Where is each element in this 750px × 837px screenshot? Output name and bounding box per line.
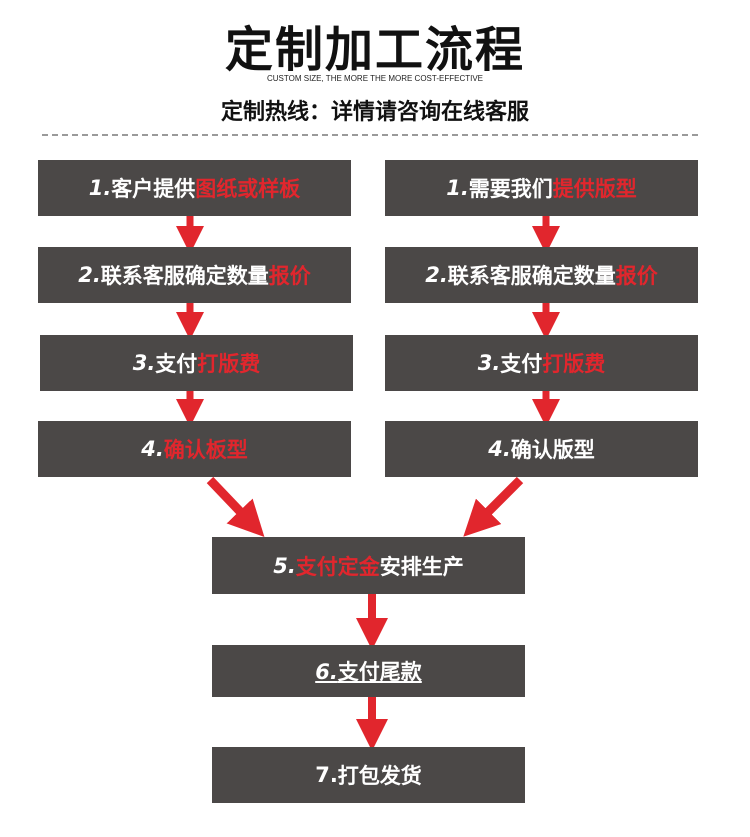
step-text: 支付: [155, 352, 198, 376]
hotline-text: 定制热线：详情请咨询在线客服: [220, 100, 529, 125]
step-number: 6.: [315, 660, 338, 684]
step-text: 需要我们: [468, 177, 553, 201]
arrow-right-merge: [463, 476, 524, 537]
arrow-left-merge: [206, 476, 265, 538]
step-text: 联系客服确定数量: [100, 264, 269, 288]
step-highlight: 图纸或样板: [195, 177, 301, 201]
step-number: 3.: [477, 351, 501, 375]
step-text: 客户提供: [111, 177, 196, 201]
step-number: 5.: [273, 553, 296, 578]
step-6-final-payment: 6.支付尾款: [212, 645, 525, 697]
step-number: 4.: [141, 437, 164, 461]
step-number: 4.: [488, 437, 511, 461]
right-step-4: 4.确认版型: [385, 421, 698, 477]
step-number: 2.: [425, 263, 448, 287]
step-highlight: 支付定金: [295, 554, 380, 579]
right-step-2: 2.联系客服确定数量报价: [385, 247, 698, 303]
step-text: 打包发货: [337, 764, 422, 788]
left-step-3: 3.支付打版费: [40, 335, 353, 391]
left-step-1: 1.客户提供图纸或样板: [38, 160, 351, 216]
step-text: 支付: [500, 352, 543, 376]
step-highlight: 打版费: [197, 352, 261, 376]
step-text: 支付尾款: [337, 660, 422, 684]
step-5-deposit: 5.支付定金安排生产: [212, 537, 525, 594]
step-number: 2.: [78, 263, 101, 287]
step-highlight: 报价: [615, 264, 658, 288]
step-highlight: 提供版型: [552, 177, 637, 201]
left-step-2: 2.联系客服确定数量报价: [38, 247, 351, 303]
step-number: 1.: [446, 176, 469, 200]
page-title: 定制加工流程: [224, 22, 525, 78]
step-text: 安排生产: [379, 554, 464, 579]
step-highlight: 确认板型: [163, 438, 248, 462]
step-highlight: 报价: [268, 264, 311, 288]
step-number: 3.: [132, 351, 156, 375]
step-text: 确认版型: [510, 438, 595, 462]
step-7-ship: 7.打包发货: [212, 747, 525, 803]
step-highlight: 打版费: [542, 352, 606, 376]
right-step-3: 3.支付打版费: [385, 335, 698, 391]
right-step-1: 1.需要我们提供版型: [385, 160, 698, 216]
dashed-divider: [42, 134, 698, 136]
english-subtitle: CUSTOM SIZE, THE MORE THE MORE COST-EFFE…: [266, 74, 484, 83]
step-number: 7.: [315, 763, 338, 787]
left-step-4: 4.确认板型: [38, 421, 351, 477]
step-text: 联系客服确定数量: [447, 264, 616, 288]
step-number: 1.: [88, 176, 112, 200]
